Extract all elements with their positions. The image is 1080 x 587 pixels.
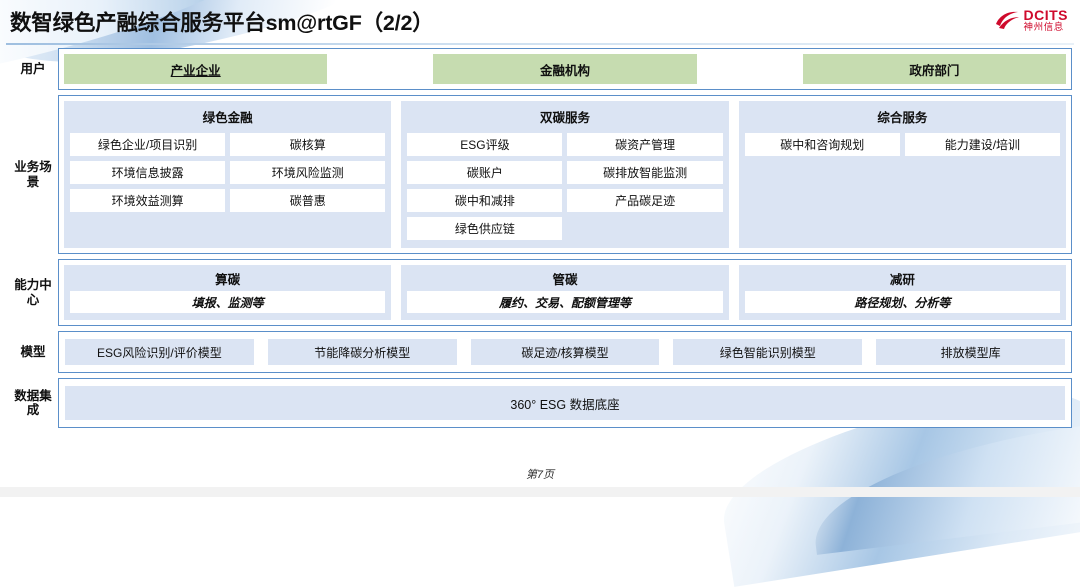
scenario-cell[interactable]: 环境信息披露 [70, 161, 226, 184]
user-chip-financial[interactable]: 金融机构 [433, 54, 697, 84]
user-chip-government[interactable]: 政府部门 [802, 54, 1066, 84]
row-label-model: 模型 [20, 344, 46, 359]
scenario-cell[interactable]: 产品碳足迹 [567, 189, 723, 212]
row-label-scenarios: 业务场景 [14, 160, 52, 189]
page-title: 数智绿色产融综合服务平台sm@rtGF（2/2） [10, 11, 434, 35]
user-spacer-2 [707, 54, 793, 84]
model-chip[interactable]: 碳足迹/核算模型 [470, 339, 660, 365]
capability-title: 算碳 [215, 273, 241, 287]
scenario-grid-green-finance: 绿色企业/项目识别 碳核算 环境信息披露 环境风险监测 环境效益测算 碳普惠 [70, 133, 386, 240]
scenario-column-comprehensive: 综合服务 碳中和咨询规划 能力建设/培训 [738, 101, 1066, 248]
row-users: 用户 产业企业 金融机构 政府部门 [8, 48, 1072, 90]
capability-column-manage-carbon[interactable]: 管碳 履约、交易、配额管理等 [401, 265, 729, 320]
scenario-cell-empty [905, 217, 1060, 240]
row-model: 模型 ESG风险识别/评价模型 节能降碳分析模型 碳足迹/核算模型 绿色智能识别… [8, 331, 1072, 373]
user-chip-government-label: 政府部门 [909, 63, 960, 78]
capability-subtitle: 路径规划、分析等 [744, 291, 1060, 313]
capability-title: 减研 [889, 273, 915, 287]
bottom-strip [0, 487, 1080, 497]
user-chip-financial-label: 金融机构 [539, 63, 590, 78]
model-chip[interactable]: 绿色智能识别模型 [673, 339, 863, 365]
scenario-grid-comprehensive: 碳中和咨询规划 能力建设/培训 [744, 133, 1060, 240]
row-body-users: 产业企业 金融机构 政府部门 [58, 48, 1072, 90]
scenario-title-dual-carbon: 双碳服务 [539, 111, 590, 125]
scenario-cell-empty [745, 217, 900, 240]
scenario-title-comprehensive: 综合服务 [877, 111, 928, 125]
capability-subtitle: 履约、交易、配额管理等 [407, 291, 723, 313]
logo-subtitle: 神州信息 [1023, 22, 1064, 33]
scenario-cell-empty [745, 161, 900, 184]
scenario-cell-empty [230, 217, 385, 240]
model-chip[interactable]: 节能降碳分析模型 [267, 339, 457, 365]
scenario-cell[interactable]: 碳核算 [230, 133, 386, 156]
data-foundation-chip[interactable]: 360° ESG 数据底座 [65, 386, 1065, 420]
row-label-capability-center: 能力中心 [14, 278, 52, 307]
row-body-scenarios: 绿色金融 绿色企业/项目识别 碳核算 环境信息披露 环境风险监测 环境效益测算 … [58, 95, 1072, 254]
scenario-cell[interactable]: 碳资产管理 [567, 133, 723, 156]
logo-name: DCITS [1023, 7, 1068, 23]
scenario-cell-empty [567, 217, 722, 240]
row-label-data-integration: 数据集成 [14, 388, 52, 417]
scenario-cell-empty [905, 189, 1060, 212]
scenario-cell[interactable]: 能力建设/培训 [904, 133, 1060, 156]
scenario-grid-dual-carbon: ESG评级 碳资产管理 碳账户 碳排放智能监测 碳中和减排 产品碳足迹 绿色供应… [407, 133, 723, 240]
model-chip[interactable]: 排放模型库 [876, 339, 1065, 365]
architecture-diagram: 用户 产业企业 金融机构 政府部门 业务场景 绿色金融 绿色企业/项目识别 碳核… [0, 48, 1080, 433]
scenario-cell[interactable]: 环境风险监测 [230, 161, 386, 184]
scenario-cell-empty [905, 161, 1060, 184]
scenario-cell-empty [70, 217, 225, 240]
scenario-cell[interactable]: 绿色供应链 [407, 217, 563, 240]
capability-title: 管碳 [552, 273, 578, 287]
page-number: 第7页 [525, 469, 555, 481]
scenario-cell[interactable]: 绿色企业/项目识别 [70, 133, 226, 156]
scenario-cell[interactable]: ESG评级 [407, 133, 563, 156]
scenario-column-green-finance: 绿色金融 绿色企业/项目识别 碳核算 环境信息披露 环境风险监测 环境效益测算 … [64, 101, 392, 248]
dcits-swirl-icon [994, 10, 1020, 30]
row-scenarios: 业务场景 绿色金融 绿色企业/项目识别 碳核算 环境信息披露 环境风险监测 环境… [8, 95, 1072, 254]
scenario-cell[interactable]: 环境效益测算 [70, 189, 226, 212]
row-body-capability-center: 算碳 填报、监测等 管碳 履约、交易、配额管理等 减研 路径规划、分析等 [58, 259, 1072, 326]
scenario-cell[interactable]: 碳中和减排 [407, 189, 563, 212]
row-body-data-integration: 360° ESG 数据底座 [58, 378, 1072, 428]
scenario-cell[interactable]: 碳普惠 [230, 189, 386, 212]
scenario-cell[interactable]: 碳中和咨询规划 [744, 133, 900, 156]
user-chip-industry-label: 产业企业 [170, 63, 221, 78]
scenario-cell-empty [745, 189, 900, 212]
user-spacer-1 [337, 54, 423, 84]
title-divider [6, 43, 1074, 45]
capability-column-reduction-research[interactable]: 减研 路径规划、分析等 [738, 265, 1066, 320]
capability-column-calculate-carbon[interactable]: 算碳 填报、监测等 [64, 265, 392, 320]
scenario-column-dual-carbon: 双碳服务 ESG评级 碳资产管理 碳账户 碳排放智能监测 碳中和减排 产品碳足迹… [401, 101, 729, 248]
slide-header: 数智绿色产融综合服务平台sm@rtGF（2/2） DCITS 神州信息 [0, 0, 1080, 48]
row-data-integration: 数据集成 360° ESG 数据底座 [8, 378, 1072, 428]
scenario-cell[interactable]: 碳排放智能监测 [567, 161, 723, 184]
dcits-logo: DCITS 神州信息 [994, 8, 1069, 33]
model-chip[interactable]: ESG风险识别/评价模型 [65, 339, 254, 365]
user-chip-industry[interactable]: 产业企业 [64, 54, 328, 84]
row-label-users: 用户 [20, 61, 46, 76]
row-body-model: ESG风险识别/评价模型 节能降碳分析模型 碳足迹/核算模型 绿色智能识别模型 … [58, 331, 1072, 373]
scenario-title-green-finance: 绿色金融 [202, 111, 253, 125]
capability-subtitle: 填报、监测等 [70, 291, 386, 313]
scenario-cell[interactable]: 碳账户 [407, 161, 563, 184]
row-capability-center: 能力中心 算碳 填报、监测等 管碳 履约、交易、配额管理等 减研 路径规划、分析… [8, 259, 1072, 326]
